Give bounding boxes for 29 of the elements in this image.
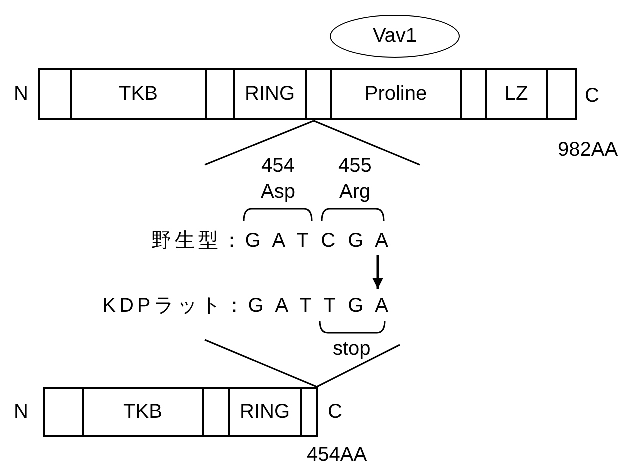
segment-box — [205, 68, 235, 120]
codon-label: stop — [333, 339, 371, 359]
residue-number: 455 — [338, 156, 372, 176]
terminus-label: C — [328, 402, 342, 422]
residue-number: 454 — [262, 156, 295, 176]
length-label: 454AA — [307, 445, 368, 465]
domain-box: RING — [233, 68, 307, 120]
arrow — [372, 255, 384, 289]
domain-box: LZ — [485, 68, 548, 120]
segment-box — [546, 68, 577, 120]
domain-box: Proline — [330, 68, 462, 120]
segment-box — [43, 387, 84, 437]
amino-acid-label: Arg — [340, 182, 371, 202]
amino-acid-label: Asp — [261, 182, 296, 202]
domain-box: RING — [228, 387, 302, 437]
sequence-text: 野生型：G A T C G A — [120, 228, 392, 252]
segment-box — [460, 68, 487, 120]
segment-box — [38, 68, 72, 120]
terminus-label: N — [14, 402, 28, 422]
segment-box — [300, 387, 318, 437]
terminus-label: N — [14, 84, 28, 104]
domain-box: TKB — [70, 68, 207, 120]
segment-box — [305, 68, 332, 120]
oval-node: Vav1 — [330, 15, 460, 58]
sequence-text: KDPラット：G A T T G A — [70, 293, 392, 317]
domain-box: TKB — [82, 387, 204, 437]
segment-box — [202, 387, 230, 437]
length-label: 982AA — [558, 140, 618, 160]
terminus-label: C — [585, 86, 600, 106]
